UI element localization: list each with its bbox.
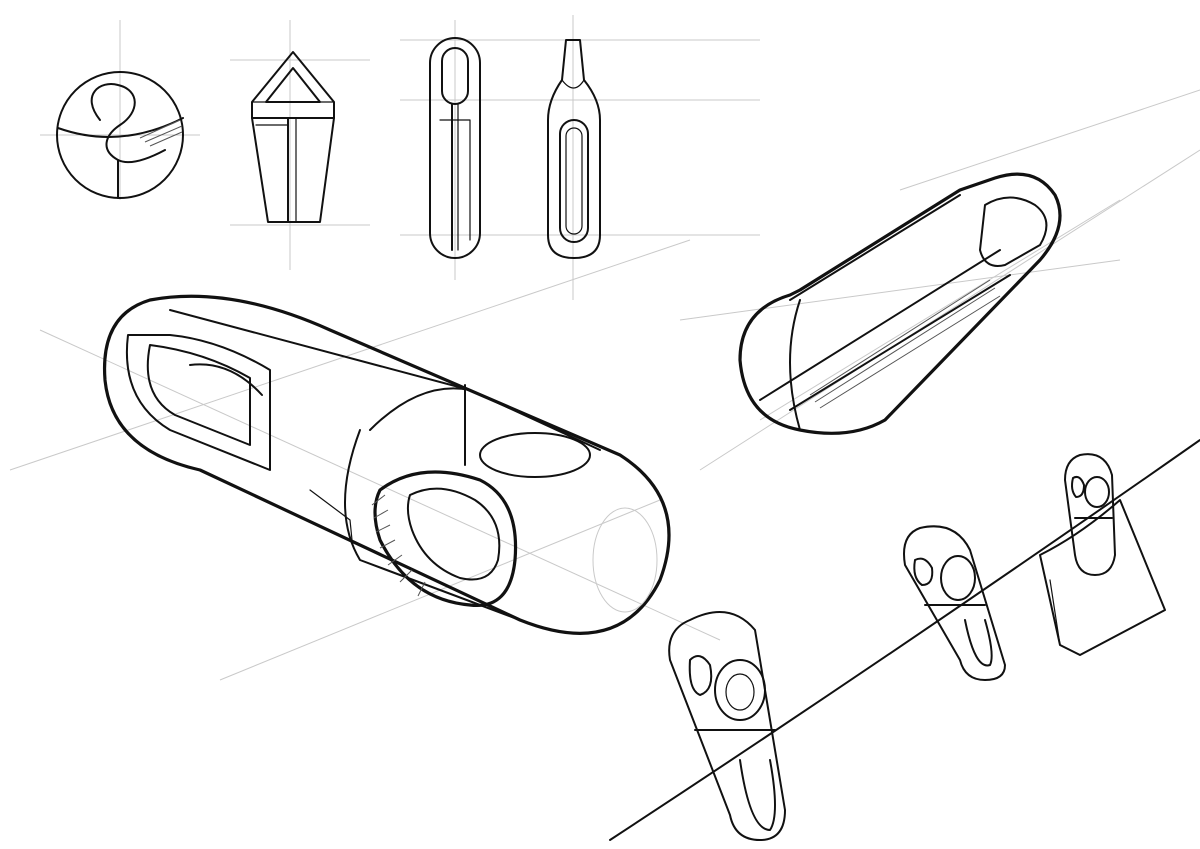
perspective-large-clip: [102, 294, 671, 635]
clothesline-clip-small-with-cloth: [1039, 453, 1166, 656]
orthographic-side-view: [429, 37, 481, 259]
clothesline-scene: [609, 439, 1200, 841]
clothesline-clip-large: [668, 611, 786, 841]
perspective-closed-clip: [738, 172, 1062, 435]
orthographic-top-view: [56, 71, 184, 199]
construction-lines: [9, 15, 1200, 681]
orthographic-back-view: [547, 39, 601, 259]
orthographic-front-view: [251, 51, 335, 223]
clothesline-clip-middle: [903, 525, 1006, 681]
